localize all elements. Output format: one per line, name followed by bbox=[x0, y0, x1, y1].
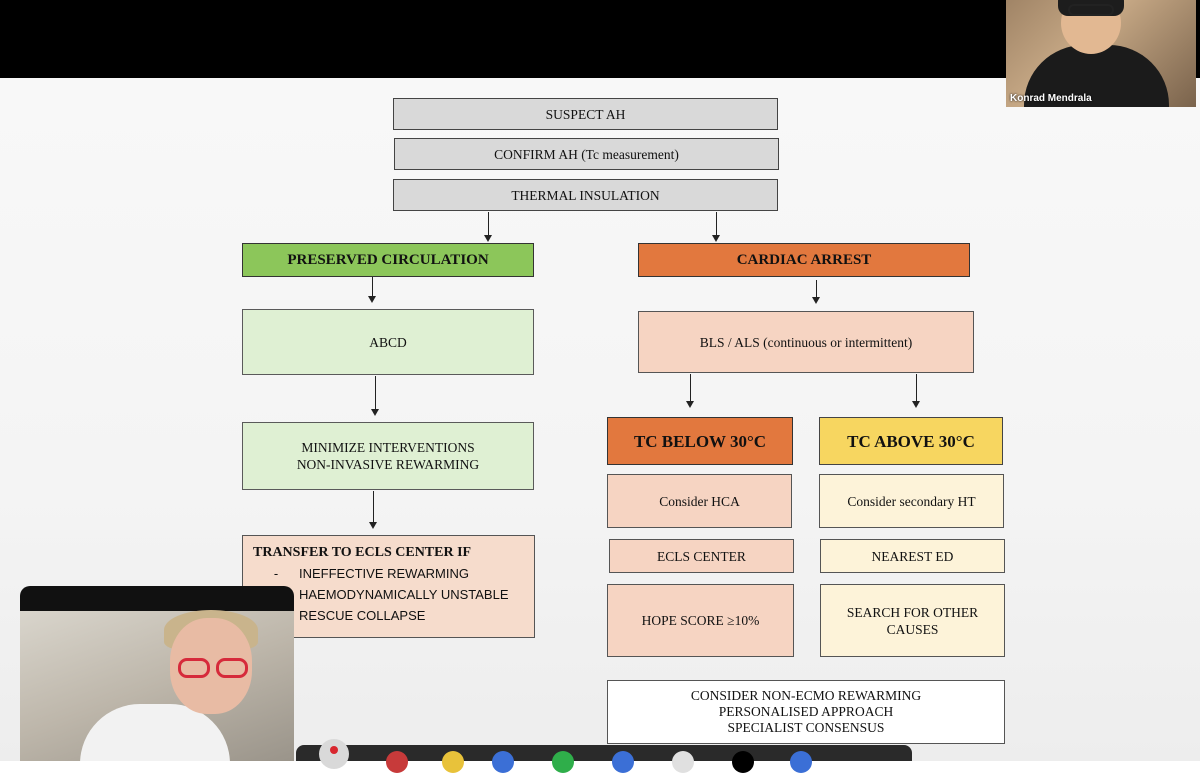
search-line2: CAUSES bbox=[886, 621, 939, 637]
bls-als-text: BLS / ALS (continuous or intermittent) bbox=[699, 334, 913, 350]
arrow-to-abcd bbox=[368, 277, 376, 303]
final-line3: SPECIALIST CONSENSUS bbox=[727, 720, 885, 735]
suspect-ah-box: SUSPECT AH bbox=[393, 98, 778, 130]
consider-secondary-ht-box: Consider secondary HT bbox=[819, 474, 1004, 528]
control-button[interactable] bbox=[386, 751, 408, 773]
glasses-icon bbox=[216, 658, 248, 678]
consider-hca-text: Consider HCA bbox=[659, 493, 740, 509]
meeting-controls-dock bbox=[296, 745, 912, 773]
thermal-insulation-text: THERMAL INSULATION bbox=[511, 187, 660, 203]
consider-hca-box: Consider HCA bbox=[607, 474, 792, 528]
arrow-to-cardiac bbox=[712, 212, 720, 242]
participant-name-label: Konrad Mendrala bbox=[1010, 93, 1092, 104]
preserved-circulation-header: PRESERVED CIRCULATION bbox=[242, 243, 534, 277]
ecls-center-box: ECLS CENTER bbox=[609, 539, 794, 573]
arrow-to-above30 bbox=[912, 374, 920, 408]
arrow-to-preserved bbox=[484, 212, 492, 242]
confirm-ah-box: CONFIRM AH (Tc measurement) bbox=[394, 138, 779, 170]
control-button[interactable] bbox=[732, 751, 754, 773]
hope-score-text: HOPE SCORE ≥10% bbox=[641, 613, 760, 628]
abcd-box: ABCD bbox=[242, 309, 534, 375]
control-button[interactable] bbox=[672, 751, 694, 773]
transfer-dash: - bbox=[273, 566, 279, 581]
minimize-line2: NON-INVASIVE REWARMING bbox=[296, 457, 480, 472]
arrow-to-minimize bbox=[371, 376, 379, 416]
arrow-to-below30 bbox=[686, 374, 694, 408]
tc-below-30-header: TC BELOW 30°C bbox=[607, 417, 793, 465]
control-button[interactable] bbox=[612, 751, 634, 773]
cardiac-arrest-text: CARDIAC ARREST bbox=[736, 251, 872, 268]
control-button[interactable] bbox=[442, 751, 464, 773]
tc-above-30-header: TC ABOVE 30°C bbox=[819, 417, 1003, 465]
control-button[interactable] bbox=[492, 751, 514, 773]
suspect-ah-text: SUSPECT AH bbox=[545, 106, 626, 122]
arrow-to-transfer bbox=[369, 491, 377, 529]
consider-secondary-ht-text: Consider secondary HT bbox=[847, 493, 976, 509]
final-line1: CONSIDER NON-ECMO REWARMING bbox=[690, 688, 922, 703]
glasses-icon bbox=[1068, 4, 1114, 16]
arrow-to-bls bbox=[812, 280, 820, 304]
minimize-line1: MINIMIZE INTERVENTIONS bbox=[301, 440, 475, 455]
participant-video-top[interactable]: Konrad Mendrala bbox=[1006, 0, 1196, 107]
control-button[interactable] bbox=[552, 751, 574, 773]
search-line1: SEARCH FOR OTHER bbox=[846, 604, 979, 620]
transfer-title: TRANSFER TO ECLS CENTER IF bbox=[253, 545, 472, 560]
abcd-text: ABCD bbox=[369, 334, 407, 350]
consider-non-ecmo-box: CONSIDER NON-ECMO REWARMING PERSONALISED… bbox=[607, 680, 1005, 744]
tc-above-30-text: TC ABOVE 30°C bbox=[847, 431, 975, 451]
record-indicator-icon[interactable] bbox=[319, 739, 349, 769]
cardiac-arrest-header: CARDIAC ARREST bbox=[638, 243, 970, 277]
transfer-item: HAEMODYNAMICALLY UNSTABLE bbox=[253, 586, 509, 603]
transfer-item-text: HAEMODYNAMICALLY UNSTABLE bbox=[299, 587, 509, 602]
transfer-item: RESCUE COLLAPSE bbox=[253, 607, 425, 624]
final-line2: PERSONALISED APPROACH bbox=[718, 704, 894, 719]
nearest-ed-box: NEAREST ED bbox=[820, 539, 1005, 573]
top-black-bar bbox=[0, 0, 1200, 78]
transfer-ecls-box: TRANSFER TO ECLS CENTER IF - INEFFECTIVE… bbox=[242, 535, 535, 638]
participant-video-bottom[interactable] bbox=[20, 586, 294, 761]
control-button[interactable] bbox=[790, 751, 812, 773]
thermal-insulation-box: THERMAL INSULATION bbox=[393, 179, 778, 211]
transfer-item: - INEFFECTIVE REWARMING bbox=[253, 565, 469, 582]
preserved-circulation-text: PRESERVED CIRCULATION bbox=[287, 251, 489, 268]
glasses-icon bbox=[178, 658, 210, 678]
bls-als-box: BLS / ALS (continuous or intermittent) bbox=[638, 311, 974, 373]
nearest-ed-text: NEAREST ED bbox=[871, 548, 954, 564]
ecls-center-text: ECLS CENTER bbox=[657, 548, 746, 564]
search-other-causes-box: SEARCH FOR OTHER CAUSES bbox=[820, 584, 1005, 657]
transfer-item-text: RESCUE COLLAPSE bbox=[299, 608, 426, 623]
tc-below-30-text: TC BELOW 30°C bbox=[633, 431, 767, 451]
minimize-interventions-box: MINIMIZE INTERVENTIONS NON-INVASIVE REWA… bbox=[242, 422, 534, 490]
confirm-ah-text: CONFIRM AH (Tc measurement) bbox=[494, 146, 679, 162]
transfer-item-text: INEFFECTIVE REWARMING bbox=[299, 566, 469, 581]
hope-score-box: HOPE SCORE ≥10% bbox=[607, 584, 794, 657]
